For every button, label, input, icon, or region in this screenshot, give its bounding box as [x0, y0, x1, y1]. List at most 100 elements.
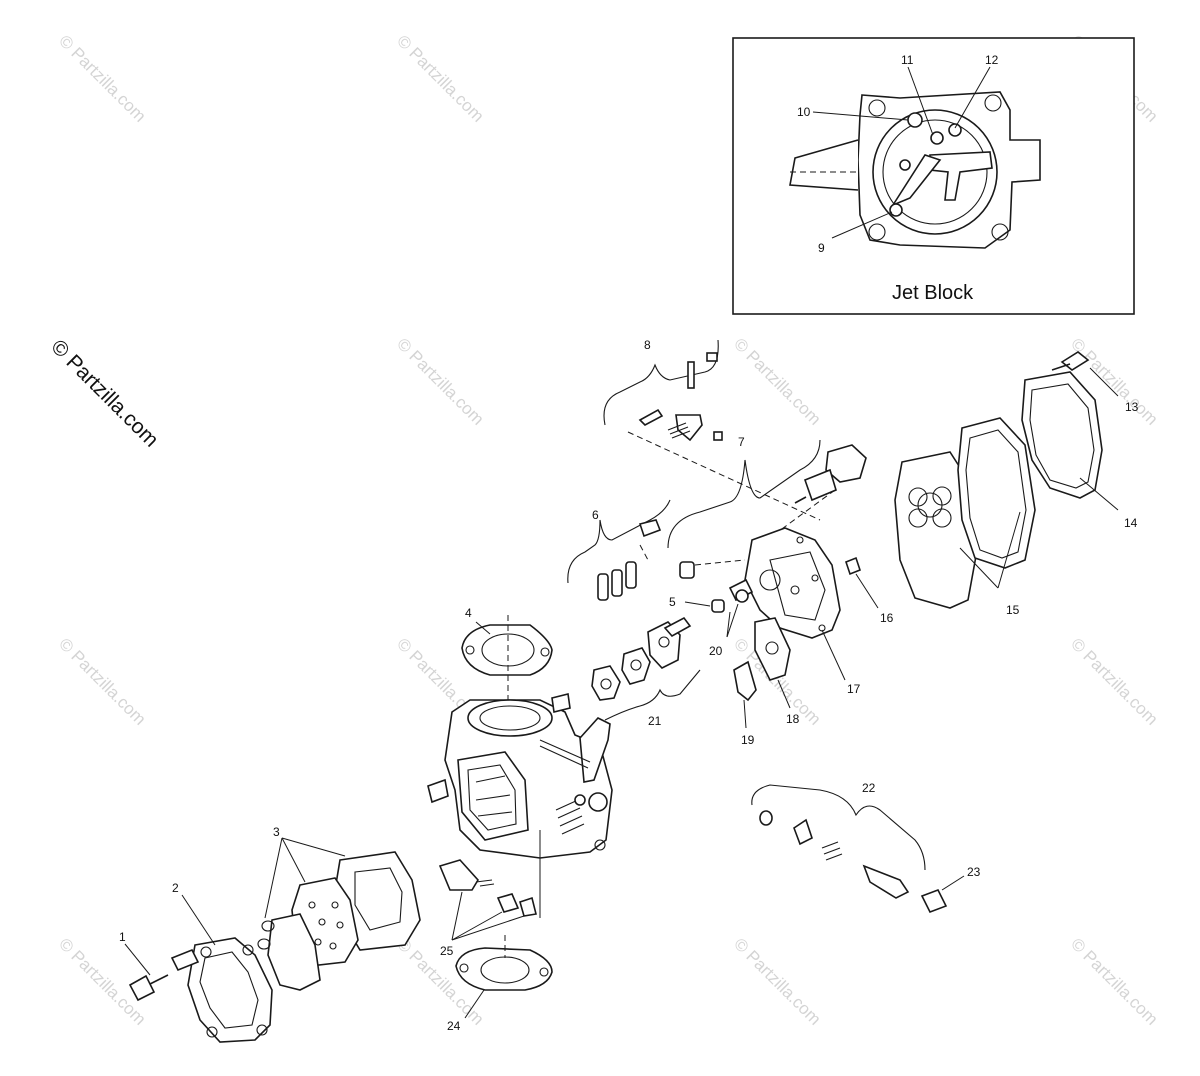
- gaskets-18-19: 18 19: [733, 617, 800, 747]
- part-16: 16: [845, 556, 894, 625]
- watermark: © Partzilla.com: [55, 31, 149, 125]
- clip-b: [611, 569, 623, 597]
- callout-13: 13: [1125, 400, 1139, 414]
- throttle-spring: [555, 799, 585, 835]
- screw-13: [1060, 351, 1090, 371]
- gasket-15b: [957, 417, 1036, 569]
- callout-20: 20: [709, 644, 723, 658]
- jet-25b: [496, 893, 520, 913]
- part-22-group: 22: [751, 781, 926, 899]
- inset-caption: Jet Block: [892, 282, 974, 304]
- cover-2-group: 2: [170, 881, 273, 1043]
- screw-1: [128, 974, 156, 1002]
- callout-23: 23: [967, 865, 981, 879]
- watermark: © Partzilla.com: [55, 634, 149, 728]
- pump-body-17: [744, 527, 841, 639]
- jet-block-bore: [872, 109, 998, 235]
- watermark: © Partzilla.com: [730, 934, 824, 1028]
- callout-18: 18: [786, 712, 800, 726]
- gasket-21c: [591, 665, 621, 701]
- callout-25: 25: [440, 944, 454, 958]
- needle-lever: [638, 408, 664, 426]
- gasket-4-group: 4: [461, 606, 553, 710]
- callout-3: 3: [273, 825, 280, 839]
- carb-bore: [467, 699, 553, 737]
- watermark: © Partzilla.com: [1067, 934, 1161, 1028]
- plug-5: [711, 599, 725, 613]
- spring-8: [667, 422, 691, 439]
- callout-22: 22: [862, 781, 876, 795]
- callout-6: 6: [592, 508, 599, 522]
- callout-1: 1: [119, 930, 126, 944]
- needle-valve-body: [803, 468, 837, 502]
- carburetor-body: [427, 693, 613, 859]
- throttle-pivot: [588, 792, 608, 812]
- bushing-22: [793, 818, 813, 846]
- pump-cover-14: [1021, 371, 1103, 499]
- pump-cover-small: [825, 444, 867, 483]
- bracket-21: [604, 669, 701, 721]
- gasket-18: [754, 617, 791, 681]
- callout-14: 14: [1124, 516, 1138, 530]
- screw-1-group: 1: [119, 930, 169, 1002]
- clip-c: [625, 561, 637, 589]
- part-8-group: 8: [603, 338, 821, 521]
- gasket-24: [455, 947, 553, 991]
- pump-body: 17 20: [709, 527, 861, 696]
- screw-16: [845, 556, 861, 576]
- callout-7: 7: [738, 435, 745, 449]
- callout-5: 5: [669, 595, 676, 609]
- callout-19: 19: [741, 733, 755, 747]
- callout-8: 8: [644, 338, 651, 352]
- part-6-group: 6: [567, 499, 671, 601]
- part-5-group: 5: [669, 559, 746, 613]
- part-23: 23: [920, 865, 981, 914]
- gasket-21b: [621, 647, 651, 685]
- plug-5a: [679, 561, 695, 579]
- gasket-19: [733, 660, 757, 702]
- callout-17: 17: [847, 682, 861, 696]
- cover-2: [187, 937, 273, 1043]
- bracket-22: [751, 784, 926, 871]
- callout-9: 9: [818, 241, 825, 255]
- bracket-6: [567, 499, 671, 584]
- clip-a: [597, 573, 609, 601]
- callout-16: 16: [880, 611, 894, 625]
- callout-11: 11: [901, 53, 914, 67]
- callout-12: 12: [985, 53, 999, 67]
- pump-diaphragms: 15 14 13: [894, 351, 1139, 617]
- callout-2: 2: [172, 881, 179, 895]
- throttle-lever: [579, 717, 611, 783]
- callout-10: 10: [797, 105, 811, 119]
- callout-4: 4: [465, 606, 472, 620]
- float-arm: [675, 414, 703, 442]
- watermark: © Partzilla.com: [1067, 634, 1161, 728]
- screw-6: [638, 519, 662, 538]
- callout-24: 24: [447, 1019, 461, 1033]
- jet-25a: [438, 859, 479, 891]
- diaphragm-3c: [267, 913, 321, 991]
- screw-small: [706, 352, 718, 362]
- fitting-left: [427, 778, 449, 804]
- callout-21: 21: [648, 714, 662, 728]
- callout-15: 15: [1006, 603, 1020, 617]
- bracket-7: [667, 439, 821, 549]
- fitting-top: [551, 693, 571, 713]
- bracket-8: [603, 339, 719, 426]
- spring-22: [821, 841, 843, 861]
- part-25-group: 25: [438, 830, 541, 958]
- jet-25c: [519, 896, 537, 917]
- gasket-24-group: 24: [447, 935, 553, 1033]
- needle-22: [862, 864, 910, 899]
- watermark: © Partzilla.com: [393, 31, 487, 125]
- ring-22: [759, 810, 773, 826]
- jet-block-inset: 11 12 10 9 Jet Block: [732, 37, 1135, 315]
- side-credit: © Partzilla.com: [46, 335, 162, 451]
- pin: [687, 361, 695, 389]
- carb-mounting-face: [457, 751, 529, 841]
- screw-21: [663, 616, 692, 638]
- part-21-group: 21: [591, 616, 701, 728]
- cap-23: [920, 888, 948, 914]
- watermark: © Partzilla.com: [393, 334, 487, 428]
